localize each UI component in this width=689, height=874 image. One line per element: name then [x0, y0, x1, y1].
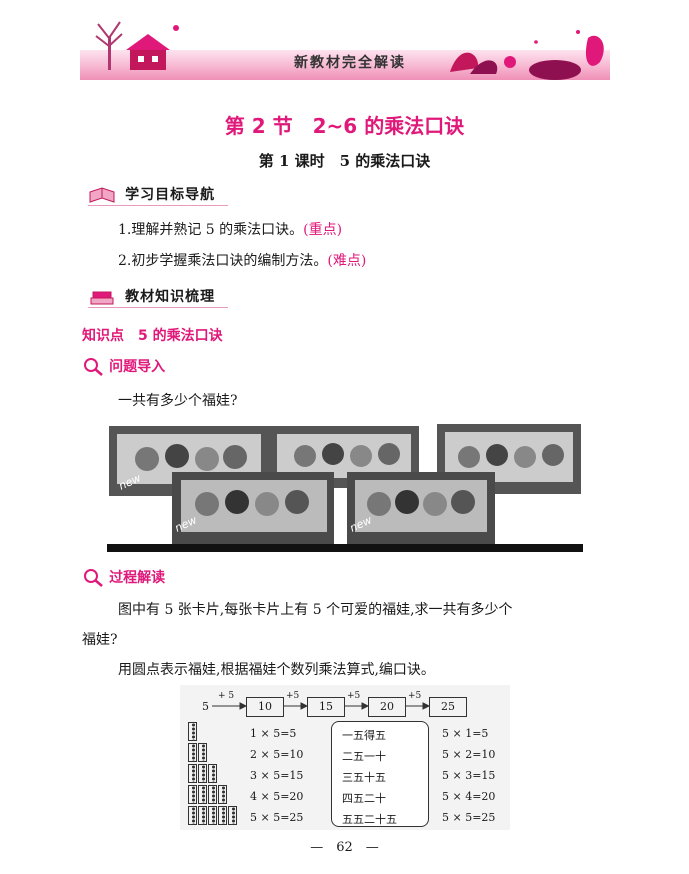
- dot-card: [208, 764, 217, 783]
- dot-card: [208, 785, 217, 804]
- dot-card: [188, 722, 197, 741]
- card-5: [347, 472, 495, 544]
- goals-tag: 学习目标导航: [88, 184, 215, 204]
- dot-cards-row-4: [188, 785, 228, 808]
- dot-card: [218, 806, 227, 825]
- step-label: +5: [408, 691, 422, 701]
- step-label: +5: [347, 691, 361, 701]
- goal-note: (难点): [327, 253, 367, 269]
- sum-box: 15: [307, 697, 345, 717]
- dot-cards-row-5: [188, 806, 238, 829]
- left-equation: 1 × 5=5: [250, 727, 297, 740]
- intro-label: 问题导入: [109, 359, 166, 375]
- rhyme-line: 一五得五: [342, 729, 386, 742]
- right-equation: 5 × 5=25: [442, 811, 496, 824]
- knowledge-tag: 教材知识梳理: [88, 286, 215, 306]
- rhyme-line: 二五一十: [342, 750, 386, 763]
- right-equation: 5 × 3=15: [442, 769, 496, 782]
- goals-tag-label: 学习目标导航: [125, 187, 216, 203]
- dot-card: [208, 806, 217, 825]
- rhyme-box: [331, 721, 429, 827]
- books-stack-icon: [90, 291, 114, 304]
- process-para-2: 用圆点表示福娃,根据福娃个数列乘法算式,编口诀。: [118, 662, 435, 678]
- process-para-line2: 福娃?: [82, 632, 118, 648]
- step-label: + 5: [218, 691, 235, 701]
- dot-card: [188, 764, 197, 783]
- intro-question: 一共有多少个福娃?: [118, 393, 238, 409]
- dot-card: [198, 806, 207, 825]
- magnifier-icon: [84, 357, 103, 376]
- magnifier-icon: [84, 568, 103, 587]
- right-equation: 5 × 2=10: [442, 748, 496, 761]
- sum-box: 20: [368, 697, 406, 717]
- left-equation: 3 × 5=15: [250, 769, 304, 782]
- dot-cards-row-3: [188, 764, 218, 787]
- page-number: 62: [336, 840, 353, 855]
- book-icon: [89, 186, 115, 203]
- dot-card: [198, 785, 207, 804]
- left-equation: 5 × 5=25: [250, 811, 304, 824]
- multiplication-diagram: 5 + 5 +5 +5 +5 10 15 20 25 1 × 5=5 2 × 5…: [180, 685, 510, 830]
- chain-arrows: [212, 702, 431, 710]
- dot-card: [218, 785, 227, 804]
- goal-item-1: 1.理解并熟记 5 的乘法口诀。(重点): [118, 220, 342, 240]
- left-equation: 2 × 5=10: [250, 748, 304, 761]
- dot-card: [228, 806, 237, 825]
- section-title: 第 2 节 2~6 的乘法口诀: [224, 114, 465, 138]
- intro-heading: 问题导入: [82, 356, 165, 377]
- flower-illustration: [450, 30, 604, 80]
- knowledge-point-title: 知识点 5 的乘法口诀: [82, 328, 223, 344]
- goal-text: 2.初步学握乘法口诀的编制方法。: [118, 253, 328, 269]
- fuwa-cards-image: new new new: [107, 424, 583, 552]
- card-4: [172, 472, 334, 544]
- process-para-line1: 图中有 5 张卡片,每张卡片上有 5 个可爱的福娃,求一共有多少个: [118, 602, 513, 618]
- process-heading: 过程解读: [82, 567, 165, 588]
- page-header: 新教材完全解读: [80, 16, 610, 80]
- house-tree-illustration: [95, 21, 179, 70]
- book-title: 新教材完全解读: [294, 55, 406, 71]
- dot-card: [198, 743, 207, 762]
- chain-start: 5: [202, 700, 209, 713]
- dot-card: [188, 785, 197, 804]
- sum-box: 10: [246, 697, 284, 717]
- header-band: [80, 50, 610, 80]
- dot-card: [188, 806, 197, 825]
- step-label: +5: [286, 691, 300, 701]
- goal-note: (重点): [303, 222, 343, 238]
- knowledge-underline: [88, 307, 228, 308]
- dot-cards-row-1: [188, 722, 198, 745]
- rhyme-line: 四五二十: [342, 792, 386, 805]
- dot-card: [198, 764, 207, 783]
- knowledge-tag-label: 教材知识梳理: [125, 289, 216, 305]
- rhyme-line: 五五二十五: [342, 813, 397, 826]
- sum-box: 25: [429, 697, 467, 717]
- left-equation: 4 × 5=20: [250, 790, 304, 803]
- footer-dash: —: [352, 840, 379, 855]
- right-equation: 5 × 4=20: [442, 790, 496, 803]
- right-equation: 5 × 1=5: [442, 727, 489, 740]
- process-label: 过程解读: [109, 570, 166, 586]
- dot-card: [188, 743, 197, 762]
- goal-item-2: 2.初步学握乘法口诀的编制方法。(难点): [118, 251, 366, 271]
- fuwa-cards-photo: new new new: [107, 424, 583, 552]
- goals-underline: [88, 205, 228, 206]
- page-footer: — 62 —: [0, 836, 689, 855]
- goal-text: 1.理解并熟记 5 的乘法口诀。: [118, 222, 304, 238]
- footer-dash: —: [310, 840, 337, 855]
- lesson-title: 第 1 课时 5 的乘法口诀: [258, 152, 431, 170]
- dot-cards-row-2: [188, 743, 208, 766]
- rhyme-line: 三五十五: [342, 771, 386, 784]
